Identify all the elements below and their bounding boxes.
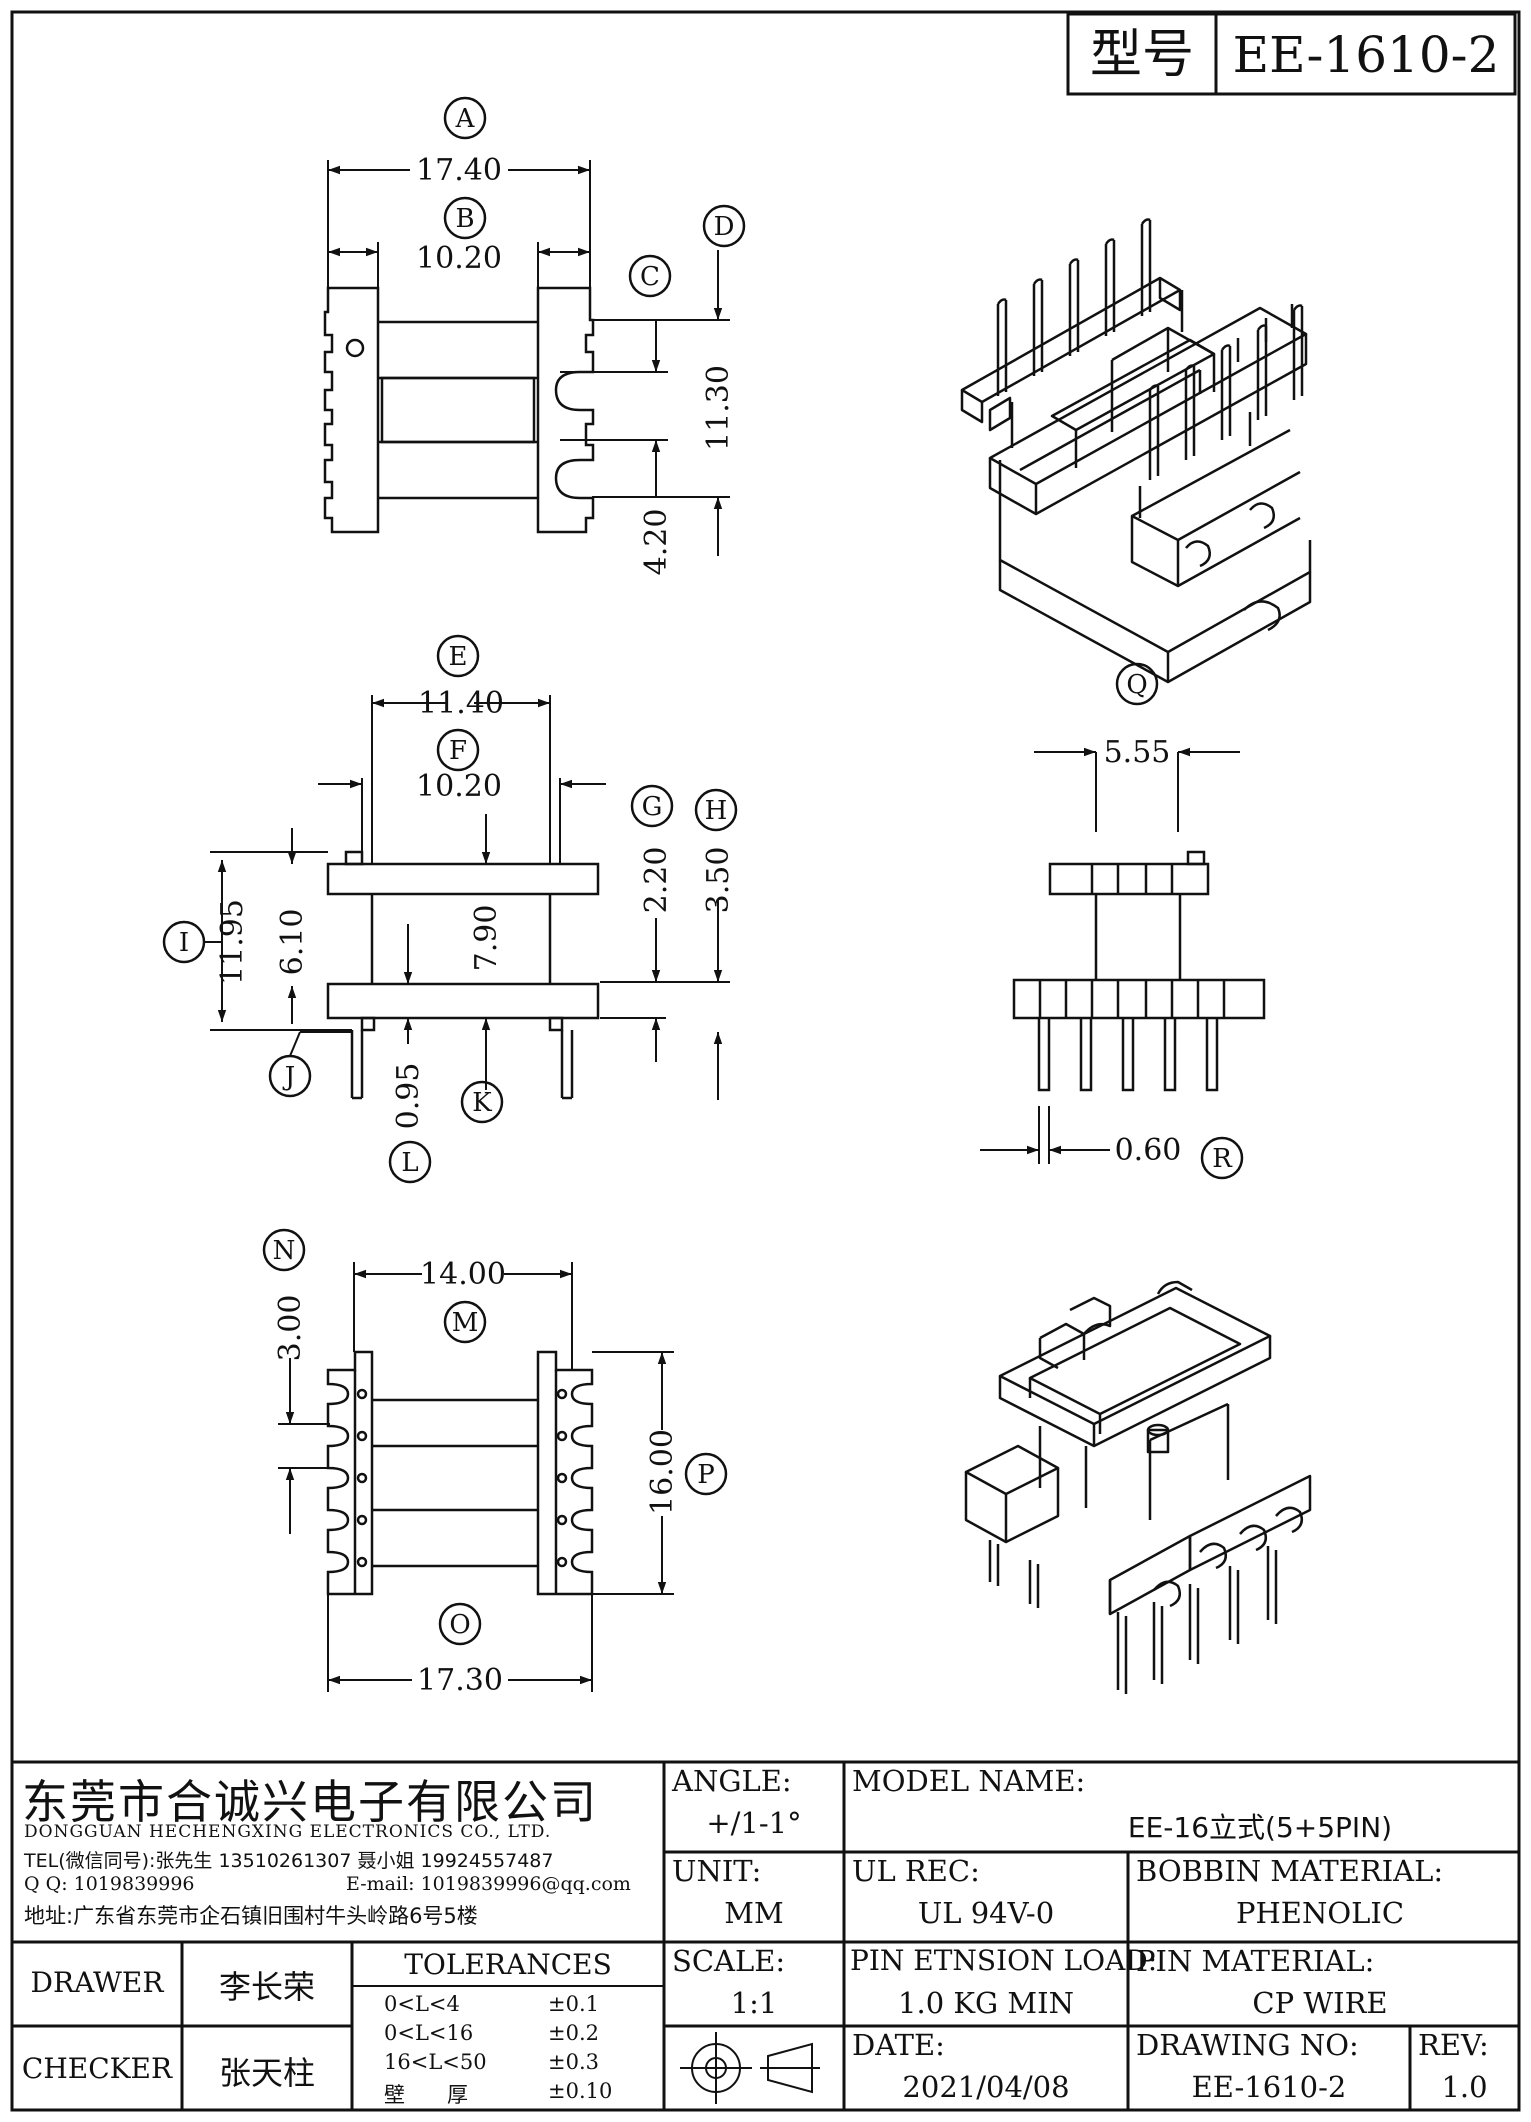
- callout-f: [436, 728, 480, 772]
- bottom-view: [278, 1262, 674, 1692]
- dim-c-d-value: 11.30: [701, 365, 736, 451]
- dim-h-value: 3.50: [701, 847, 736, 914]
- callout-q-letter: Q: [1126, 670, 1147, 700]
- callout-p-letter: P: [697, 1460, 715, 1490]
- callout-p: [684, 1452, 728, 1496]
- callout-m-letter: M: [452, 1308, 479, 1338]
- callout-k: [460, 1080, 504, 1124]
- header-model-box: 型号 EE-1610-2: [1066, 12, 1517, 96]
- dim-o-value: 17.30: [417, 1663, 503, 1698]
- callout-a: [443, 96, 487, 140]
- callout-f-letter: F: [449, 736, 467, 766]
- dim-k-value: 7.90: [469, 905, 504, 972]
- dim-m-value: 14.00: [420, 1257, 506, 1292]
- callout-a-letter: A: [455, 104, 476, 134]
- callout-d-letter: D: [714, 212, 735, 242]
- callout-n: [262, 1228, 306, 1272]
- dim-q-value: 5.55: [1104, 735, 1171, 770]
- title-block-grid: [12, 1760, 1519, 2110]
- side-view: [980, 747, 1266, 1164]
- callout-l-letter: L: [401, 1148, 418, 1178]
- callout-g-letter: G: [642, 792, 663, 822]
- callout-h: [694, 788, 738, 832]
- dim-i-inner-value: 6.10: [275, 909, 310, 976]
- dim-n-value: 3.00: [273, 1295, 308, 1362]
- callout-m: [443, 1300, 487, 1344]
- header-model-value: EE-1610-2: [1233, 26, 1500, 84]
- callout-b: [443, 196, 487, 240]
- dim-g-value: 2.20: [639, 847, 674, 914]
- callout-i-letter: I: [179, 928, 189, 958]
- callout-h-letter: H: [705, 796, 728, 826]
- callout-o: [438, 1602, 482, 1646]
- callout-r-letter: R: [1212, 1144, 1233, 1174]
- dim-l-value: 0.95: [391, 1063, 426, 1130]
- callout-j-letter: J: [282, 1062, 295, 1092]
- callout-e: [436, 634, 480, 678]
- drawing-frame: [10, 10, 1521, 2112]
- dim-c-lower-value: 4.20: [639, 509, 674, 576]
- dim-p-value: 16.00: [645, 1429, 680, 1515]
- callout-d: [702, 204, 746, 248]
- callouts: [162, 96, 1244, 1646]
- callout-e-letter: E: [449, 642, 468, 672]
- callout-c-letter: C: [640, 262, 660, 292]
- dim-e-value: 11.40: [418, 686, 504, 721]
- callout-g: [630, 784, 674, 828]
- callout-b-letter: B: [455, 204, 474, 234]
- isometric-view-top: [960, 218, 1312, 684]
- callout-r: [1200, 1136, 1244, 1180]
- dim-f-value: 10.20: [416, 769, 502, 804]
- dim-b-value: 10.20: [416, 241, 502, 276]
- top-view: [323, 160, 730, 556]
- callout-k-letter: K: [472, 1088, 492, 1118]
- dim-r-value: 0.60: [1115, 1133, 1182, 1168]
- callout-l: [388, 1140, 432, 1184]
- header-model-label: 型号: [1090, 25, 1194, 85]
- isometric-view-bottom: [964, 1280, 1312, 1694]
- callout-o-letter: O: [449, 1610, 470, 1640]
- callout-c: [628, 254, 672, 298]
- pin-one-marker: [345, 338, 365, 358]
- callout-q: [1115, 662, 1159, 706]
- dim-a-value: 17.40: [416, 153, 502, 188]
- front-view: [210, 695, 730, 1100]
- projection-symbol: [680, 2032, 820, 2104]
- callout-n-letter: N: [273, 1236, 296, 1266]
